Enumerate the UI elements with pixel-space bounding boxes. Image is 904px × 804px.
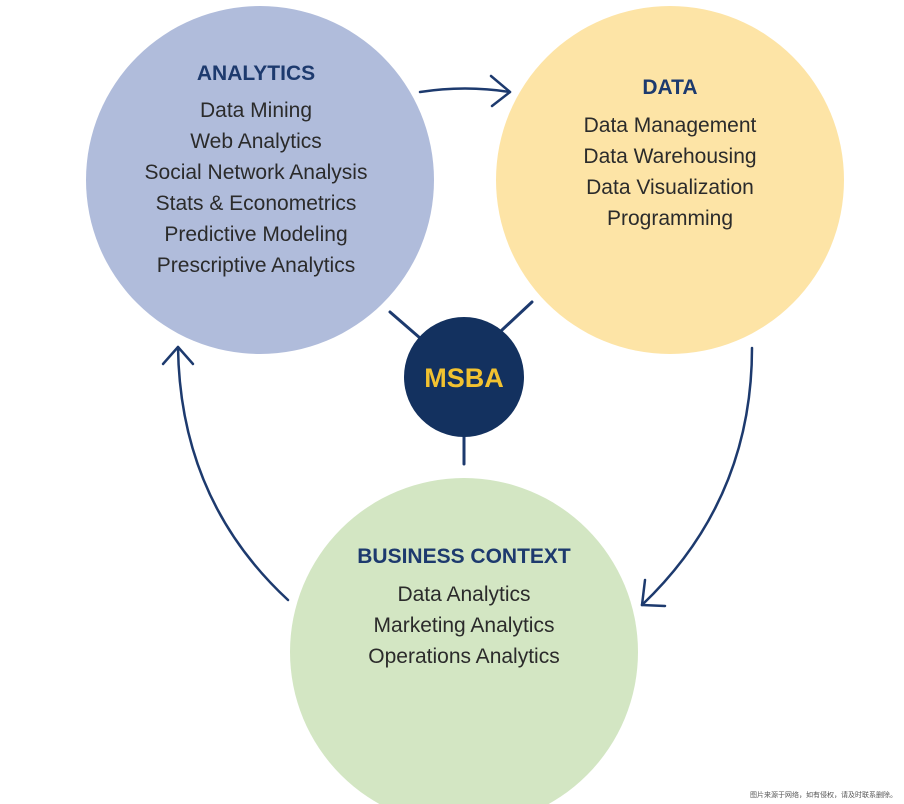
arrow-business-to-analytics bbox=[176, 345, 290, 602]
data-item: Data Management bbox=[584, 114, 757, 137]
arrow-analytics-to-data bbox=[418, 87, 512, 94]
analytics-item: Predictive Modeling bbox=[164, 223, 347, 246]
connector-analytics bbox=[388, 310, 422, 340]
data-item: Data Warehousing bbox=[583, 145, 756, 168]
data-item: Data Visualization bbox=[586, 176, 754, 199]
analytics-circle bbox=[86, 6, 434, 354]
business-context-item: Data Analytics bbox=[397, 583, 530, 606]
analytics-item: Prescriptive Analytics bbox=[157, 254, 355, 277]
analytics-title: ANALYTICS bbox=[197, 62, 315, 85]
arrowhead-data-to-business bbox=[640, 578, 667, 608]
business-context-item: Operations Analytics bbox=[368, 645, 559, 668]
msba-hub-circle bbox=[404, 317, 524, 437]
arrowhead-analytics-to-data bbox=[489, 74, 512, 108]
data-item: Programming bbox=[607, 207, 733, 230]
business-context-circle bbox=[290, 478, 638, 804]
connector-data bbox=[500, 300, 534, 332]
analytics-item: Data Mining bbox=[200, 99, 312, 122]
msba-hub-label: MSBA bbox=[424, 363, 504, 393]
analytics-item: Stats & Econometrics bbox=[156, 192, 357, 215]
analytics-item: Web Analytics bbox=[190, 130, 322, 153]
data-title: DATA bbox=[642, 76, 697, 99]
footer-note: 图片来源于网络，如有侵权，请及时联系删除。 bbox=[750, 790, 897, 799]
business-context-item: Marketing Analytics bbox=[374, 614, 555, 637]
data-circle bbox=[496, 6, 844, 354]
arrowhead-business-to-analytics bbox=[161, 345, 195, 366]
business-context-title: BUSINESS CONTEXT bbox=[357, 545, 571, 568]
arrow-data-to-business bbox=[640, 346, 754, 607]
analytics-item: Social Network Analysis bbox=[145, 161, 368, 184]
